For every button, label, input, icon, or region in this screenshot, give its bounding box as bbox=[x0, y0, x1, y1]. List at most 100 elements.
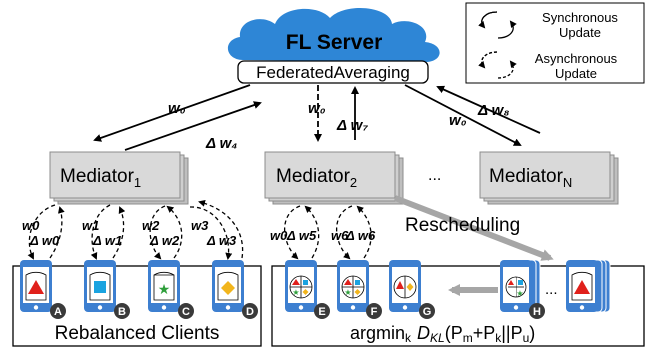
mediator-1-box bbox=[49, 151, 181, 199]
link-d-up bbox=[198, 199, 244, 259]
star-icon: ★ bbox=[158, 281, 171, 297]
client-badges: A B C D E F G H bbox=[50, 303, 545, 319]
mediator-ellipsis: ... bbox=[428, 167, 441, 184]
aggregator-box bbox=[237, 60, 429, 84]
link-e-up-label: Δ w5 bbox=[286, 228, 317, 243]
m2-up-label: Δ w₇ bbox=[336, 117, 368, 134]
mediator-n-box bbox=[479, 151, 611, 199]
badge-d: D bbox=[246, 306, 254, 318]
mn-up-arrow bbox=[436, 85, 541, 134]
rescheduling-label: Rescheduling bbox=[405, 215, 520, 236]
rescheduling-arrow bbox=[393, 195, 554, 261]
server-links: w₀ Δ w₄ w₀ Δ w₇ w₀ Δ w₈ bbox=[93, 84, 541, 152]
aggregator-label: FederatedAveraging bbox=[256, 63, 410, 82]
link-c-up bbox=[166, 205, 183, 259]
client-links bbox=[27, 199, 372, 260]
sync-label-2: Update bbox=[559, 25, 601, 40]
diamond-icon bbox=[302, 289, 309, 295]
badge-a: A bbox=[54, 306, 62, 318]
link-a-up-label: Δ w0 bbox=[29, 233, 60, 248]
mediator-2-label: Mediator2 bbox=[276, 166, 357, 190]
badge-f: F bbox=[371, 306, 378, 318]
diamond-icon bbox=[354, 289, 361, 295]
async-label-2: Update bbox=[555, 66, 597, 81]
link-a-up bbox=[49, 206, 65, 259]
m1-down-arrow bbox=[93, 84, 251, 142]
client-a bbox=[20, 260, 52, 312]
link-a-down bbox=[27, 204, 56, 260]
mediator-n: MediatorN bbox=[479, 151, 619, 205]
link-f-down-label: w6 bbox=[331, 228, 349, 243]
badge-b: B bbox=[118, 306, 126, 318]
mediator-1-label: Mediator1 bbox=[60, 166, 141, 190]
link-b-down-label: w1 bbox=[82, 218, 99, 233]
triangle-icon bbox=[574, 280, 590, 294]
triangle-icon bbox=[292, 279, 300, 285]
client-c: ★ bbox=[148, 260, 180, 312]
mediator-n-label: MediatorN bbox=[489, 166, 572, 190]
m1-down-label: w₀ bbox=[168, 100, 186, 117]
triangle-icon bbox=[344, 279, 352, 285]
legend-box bbox=[465, 2, 645, 84]
client-h: ★ bbox=[500, 259, 541, 313]
link-f-down bbox=[336, 205, 353, 260]
sync-label-1: Synchronous bbox=[542, 10, 618, 25]
triangle-icon bbox=[508, 280, 514, 285]
square-icon bbox=[355, 280, 360, 285]
star-icon: ★ bbox=[516, 289, 523, 298]
mn-down-label: w₀ bbox=[449, 112, 467, 129]
mediator-1: Mediator1 bbox=[49, 151, 189, 205]
client-b bbox=[84, 260, 116, 312]
badge-c: C bbox=[182, 306, 190, 318]
star-icon: ★ bbox=[292, 288, 299, 297]
mediator-2-box bbox=[264, 151, 396, 199]
mn-down-arrow bbox=[404, 84, 522, 146]
diamond-icon bbox=[221, 281, 235, 295]
client-ellipsis: ... bbox=[545, 281, 558, 298]
link-d-down-label: w3 bbox=[191, 218, 209, 233]
square-icon bbox=[518, 280, 523, 285]
link-c-down-label: w2 bbox=[142, 218, 160, 233]
legend: Synchronous Update Asynchronous Update bbox=[465, 2, 645, 84]
m1-up-label: Δ w₄ bbox=[205, 135, 237, 152]
link-b-up bbox=[112, 206, 126, 259]
async-label-1: Asynchronous bbox=[535, 51, 618, 66]
client-g bbox=[389, 260, 421, 312]
mediator-2: Mediator2 bbox=[264, 151, 404, 205]
link-d-down bbox=[189, 206, 233, 260]
server-title: FL Server bbox=[286, 31, 383, 54]
link-e-up bbox=[304, 205, 320, 259]
rebalanced-group-box bbox=[12, 265, 262, 347]
rescheduling: Rescheduling bbox=[393, 195, 554, 261]
client-stack-n bbox=[566, 259, 611, 313]
link-f-up bbox=[356, 205, 372, 259]
link-c-up-label: Δ w2 bbox=[149, 233, 180, 248]
m2-down-label: w₀ bbox=[308, 100, 326, 117]
rebalanced-clients-label: Rebalanced Clients bbox=[55, 323, 220, 344]
triangle-icon bbox=[28, 280, 44, 294]
triangle-icon bbox=[396, 281, 404, 289]
client-d bbox=[212, 260, 244, 312]
client-e: ★ bbox=[285, 260, 317, 312]
square-icon bbox=[303, 280, 308, 285]
star-icon: ★ bbox=[344, 288, 351, 297]
link-d-up-label: Δ w3 bbox=[206, 233, 237, 248]
cloud-icon bbox=[227, 7, 440, 62]
link-c-down bbox=[149, 205, 166, 260]
badge-e: E bbox=[318, 306, 325, 318]
link-e-down-label: w0 bbox=[270, 228, 288, 243]
client-link-labels: w0 Δ w0 w1 Δ w1 w2 Δ w2 w3 Δ w3 w0 Δ w5 … bbox=[22, 218, 376, 248]
link-f-up-label: Δ w6 bbox=[345, 228, 376, 243]
fl-server: FL Server FederatedAveraging bbox=[227, 7, 440, 84]
badge-h: H bbox=[533, 306, 541, 318]
link-b-down bbox=[90, 204, 111, 260]
m1-up-arrow bbox=[124, 101, 262, 151]
link-b-up-label: Δ w1 bbox=[92, 233, 122, 248]
argmin-group-box bbox=[271, 265, 645, 347]
badge-g: G bbox=[423, 306, 432, 318]
link-e-down bbox=[284, 205, 301, 260]
diamond-icon bbox=[406, 283, 414, 291]
mn-up-label: Δ w₈ bbox=[477, 102, 509, 119]
